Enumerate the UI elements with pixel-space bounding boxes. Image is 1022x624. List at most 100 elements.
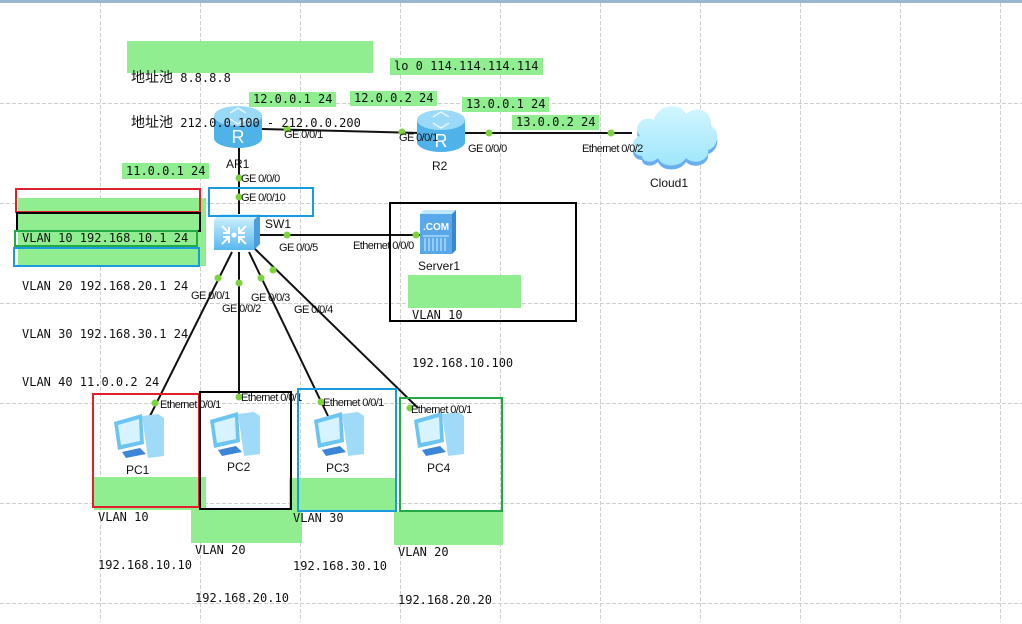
port-dot-sw1-ge005: [283, 231, 291, 239]
port-dot-r2-ge001: [398, 128, 406, 136]
note-address-pool[interactable]: 地址池 8.8.8.8 地址池 212.0.0.100 - 212.0.0.20…: [127, 41, 373, 131]
port-dot-pc3-eth001: [317, 398, 325, 406]
router-ar1[interactable]: R AR1: [214, 106, 262, 171]
frame-vlan10-red[interactable]: [15, 188, 201, 213]
frame-vlan40-blue[interactable]: [13, 247, 200, 267]
pc4-ip: 192.168.20.20: [398, 593, 492, 607]
pc-icon: [314, 412, 364, 456]
note-sw1-vlanif[interactable]: VLAN 10 192.168.10.1 24 VLAN 20 192.168.…: [18, 198, 206, 389]
port-dot-sw1-ge002: [235, 279, 243, 287]
port-label-ar1-ge001: GE 0/0/1: [284, 129, 323, 141]
port-label-sw1-ge002: GE 0/0/2: [222, 303, 261, 315]
port-label-cloud-eth002: Ethernet 0/0/2: [582, 143, 643, 155]
note-pc2[interactable]: VLAN 20 192.168.20.10: [191, 510, 302, 605]
port-dot-ar1-ge001: [283, 125, 291, 133]
device-label-pc3: PC3: [326, 461, 350, 475]
port-dot-pc1-eth001: [151, 399, 159, 407]
address-pool-value-2: 212.0.0.100 - 212.0.0.200: [180, 116, 361, 130]
port-label-pc3-eth001: Ethernet 0/0/1: [323, 397, 384, 409]
device-label-pc4: PC4: [427, 461, 451, 475]
address-pool-value-1: 8.8.8.8: [180, 71, 231, 85]
server-icon: .COM: [420, 210, 456, 254]
port-dot-ar1-ge000: [235, 174, 243, 182]
port-label-pc2-eth001: Ethernet 0/0/1: [241, 392, 302, 404]
note-cloud-ip[interactable]: 13.0.0.2 24: [512, 115, 600, 130]
pc-pc1[interactable]: PC1: [114, 414, 164, 477]
address-pool-label-2: 地址池: [131, 115, 173, 131]
vlanif-20: VLAN 20 192.168.20.1 24: [22, 279, 189, 293]
note-server1[interactable]: VLAN 10 192.168.10.100: [408, 275, 521, 370]
frame-pc1-red[interactable]: [92, 393, 200, 508]
pc4-vlan: VLAN 20: [398, 545, 449, 559]
frame-pc2-black[interactable]: [199, 391, 292, 510]
pc3-ip: 192.168.30.10: [293, 559, 387, 573]
router-icon: R: [214, 106, 262, 148]
pc-icon: [210, 412, 260, 456]
pc-pc2[interactable]: PC2: [210, 412, 260, 474]
server1-ip: 192.168.10.100: [412, 356, 514, 370]
note-pc1[interactable]: VLAN 10 192.168.10.10: [94, 477, 206, 572]
link-sw1-pc4[interactable]: [253, 247, 419, 409]
port-label-pc4-eth001: Ethernet 0/0/1: [411, 404, 472, 416]
port-label-ar1-ge000: GE 0/0/0: [241, 173, 280, 185]
vlanif-40: VLAN 40 11.0.0.2 24: [22, 375, 160, 389]
port-dot-pc2-eth001: [235, 393, 243, 401]
port-dot-cloud-eth002: [607, 129, 615, 137]
device-label-server1: Server1: [418, 259, 460, 273]
note-loopback[interactable]: lo 0 114.114.114.114: [390, 58, 543, 75]
frame-pc4-green[interactable]: [399, 397, 503, 512]
pc3-vlan: VLAN 30: [293, 511, 344, 525]
switch-icon: [214, 214, 260, 250]
server-server1[interactable]: .COM Server1: [418, 210, 460, 273]
cloud-icon: [632, 106, 718, 170]
router-r2[interactable]: R R2: [417, 110, 465, 173]
port-dot-sw1-ge0010: [235, 193, 243, 201]
vlanif-10: VLAN 10 192.168.10.1 24: [22, 231, 189, 245]
port-dot-server-eth000: [412, 231, 420, 239]
port-dot-r2-ge000: [485, 129, 493, 137]
port-dots: [151, 125, 615, 412]
port-dot-sw1-ge003: [257, 274, 265, 282]
pc2-vlan: VLAN 20: [195, 543, 246, 557]
device-label-cloud1: Cloud1: [650, 176, 688, 190]
note-r2-ge000-ip[interactable]: 13.0.0.1 24: [462, 97, 550, 112]
frame-pc3-blue[interactable]: [297, 388, 397, 512]
note-r2-ge001-ip[interactable]: 12.0.0.2 24: [350, 91, 438, 106]
pc-pc3[interactable]: PC3: [314, 412, 364, 475]
cloud-cloud1[interactable]: Cloud1: [632, 106, 718, 190]
port-label-sw1-ge004: GE 0/0/4: [294, 304, 333, 316]
svg-text:R: R: [232, 127, 245, 147]
port-label-sw1-ge003: GE 0/0/3: [251, 292, 290, 304]
note-pc3[interactable]: VLAN 30 192.168.30.10: [289, 478, 395, 573]
canvas-top-border: [0, 0, 1022, 3]
port-label-sw1-ge0010: GE 0/0/10: [241, 192, 286, 204]
vlanif-30: VLAN 30 192.168.30.1 24: [22, 327, 189, 341]
note-pc4[interactable]: VLAN 20 192.168.20.20: [394, 512, 503, 607]
frame-vlan20-black[interactable]: [16, 212, 201, 232]
frame-sw1-uplink-blue[interactable]: [208, 187, 314, 217]
address-pool-label-1: 地址池: [131, 70, 173, 86]
note-ar1-ge000-ip[interactable]: 11.0.0.1 24: [122, 163, 210, 179]
device-label-pc2: PC2: [227, 460, 251, 474]
note-ar1-ge001-ip[interactable]: 12.0.0.1 24: [249, 92, 337, 107]
device-label-r2: R2: [432, 159, 448, 173]
device-label-ar1: AR1: [226, 157, 250, 171]
pc1-vlan: VLAN 10: [98, 510, 149, 524]
port-label-server-eth000: Ethernet 0/0/0: [353, 240, 414, 252]
frame-vlan30-green[interactable]: [14, 230, 198, 247]
server-icon-text: .COM: [423, 222, 449, 233]
port-label-sw1-ge005: GE 0/0/5: [279, 242, 318, 254]
port-label-sw1-ge001: GE 0/0/1: [191, 290, 230, 302]
port-label-pc1-eth001: Ethernet 0/0/1: [160, 399, 221, 411]
router-icon: R: [417, 110, 465, 152]
pc2-ip: 192.168.20.10: [195, 591, 289, 605]
pc-icon: [114, 414, 164, 458]
pc-icon: [414, 412, 464, 456]
port-label-r2-ge001: GE 0/0/1: [399, 132, 438, 144]
port-dot-sw1-ge001: [214, 274, 222, 282]
port-dot-pc4-eth001: [406, 404, 414, 412]
frame-server1-black[interactable]: [389, 202, 577, 322]
switch-sw1[interactable]: SW1: [214, 214, 291, 250]
pc-pc4[interactable]: PC4: [414, 412, 464, 475]
